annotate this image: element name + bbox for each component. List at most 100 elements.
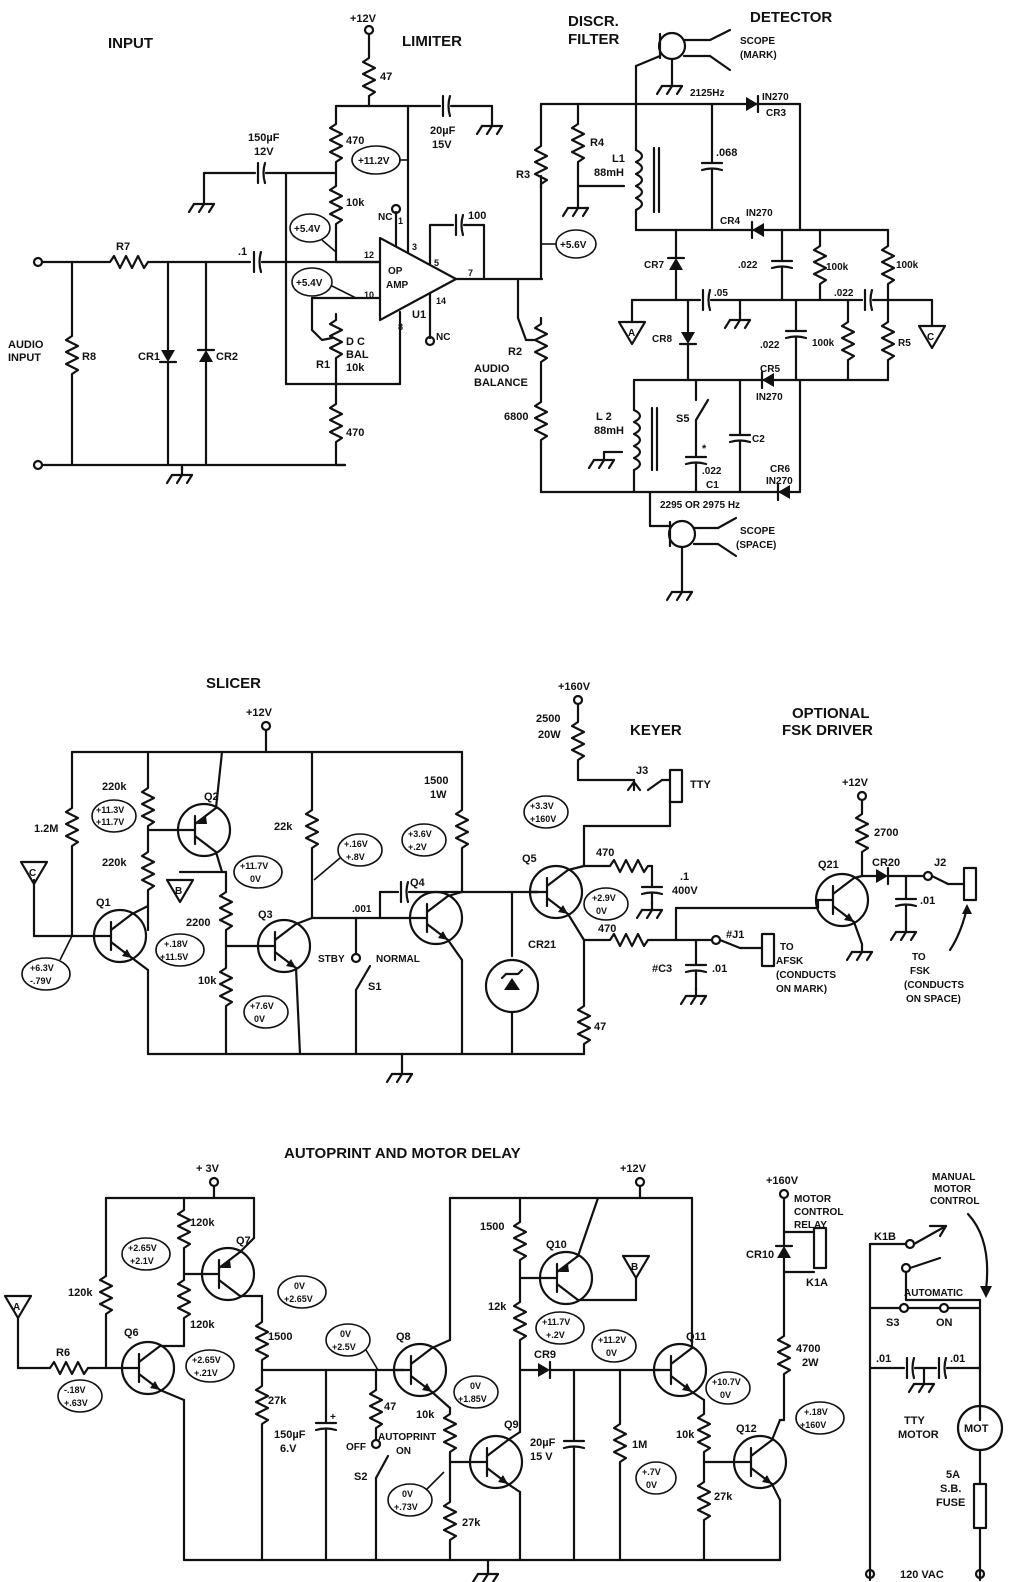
v11-2-label: +11.2V [358,156,390,167]
c150-auto-2: 6.V [280,1443,297,1455]
r2200-label: 2200 [186,917,210,929]
r220k-a-label: 220k [102,781,127,793]
supply-12v-fsk: +12V [842,777,869,789]
v73-2: +.73V [394,1502,418,1512]
r47-auto: 47 [384,1401,396,1413]
r47-label: 47 [380,71,392,83]
q2-label: Q2 [204,791,219,803]
c100-label: 100 [468,210,486,222]
fsk-section: +12V 2700 Q21 CR20 J2 .01 TO FSK (CONDUC… [814,777,978,1005]
c1-label: C1 [706,480,719,491]
r6-label: R6 [56,1347,70,1359]
f2125-label: 2125Hz [690,88,724,99]
q7-label: Q7 [236,1235,251,1247]
cr21-label: CR21 [528,939,556,951]
r27k-c: 27k [714,1491,733,1503]
v5-4a-label: +5.4V [294,224,321,235]
v5-4b-label: +5.4V [296,278,323,289]
l2-val: 88mH [594,425,624,437]
v112-1: +11.2V [598,1335,626,1345]
q21-label: Q21 [818,859,839,871]
cr6-label-a: CR6 [770,464,790,475]
pin5-label: 5 [434,258,439,268]
c2-label: C2 [752,434,765,445]
tag-c-slicer: C [29,868,36,879]
nc2-label: NC [436,332,450,343]
v-q2-2: +11.7V [96,817,124,827]
tag-b-auto: B [631,1262,638,1273]
fuse-2: S.B. [940,1483,961,1495]
r8-label: R8 [82,351,96,363]
input-limiter-section: AUDIO INPUT R8 R7 CR1 CR2 .1 150µF 12V +… [8,13,802,494]
v25-2: +2.5V [332,1342,356,1352]
c022b-label: .022 [760,340,780,351]
c001-label: .001 [352,904,372,915]
fuse-3: FUSE [936,1497,965,1509]
supply-12v-top: +12V [350,13,377,25]
v16-2: +.8V [346,852,365,862]
c01b-motor: .01 [950,1353,965,1365]
v73-1: 0V [402,1489,413,1499]
cr7-label: CR7 [644,260,664,271]
pin1-label: 1 [398,216,403,226]
cr4-label-a: CR4 [720,216,740,227]
motor-relay-3: RELAY [794,1220,827,1231]
pin3-label: 3 [412,242,417,252]
q10-label: Q10 [546,1239,567,1251]
normal-label: NORMAL [376,954,420,965]
l1-val: 88mH [594,167,624,179]
filter-detector-section: R3 R4 L1 88mH .068 SCOPE (MARK) 2125Hz I… [516,28,947,602]
v18-auto-2: +.63V [64,1398,88,1408]
audio-input-label-2: INPUT [8,352,41,364]
r4-label: R4 [590,137,605,149]
to-fsk-2: FSK [910,966,931,977]
q12-label: Q12 [736,1423,757,1435]
q9-label: Q9 [504,1419,519,1431]
c01-fsk: .01 [920,895,935,907]
v265-1: +2.65V [128,1243,157,1253]
r1-label: R1 [316,359,330,371]
tag-a-det: A [628,328,635,339]
v107-2: 0V [720,1390,731,1400]
r220k-b-label: 220k [102,857,127,869]
dc-bal-3: 10k [346,362,365,374]
cr8-label: CR8 [652,334,672,345]
s2-label: S2 [354,1471,367,1483]
to-fsk-1: TO [912,952,926,963]
c01-keyer: .01 [712,963,727,975]
manual-3: CONTROL [930,1196,979,1207]
v0-auto-2: +2.65V [284,1294,313,1304]
r6800-label: 6800 [504,411,528,423]
supply-12v-auto: +12V [620,1163,647,1175]
slicer-section: +12V 1.2M C 220k +11.3V +11.7V Q2 220k Q… [19,707,586,1084]
audio-bal-1: AUDIO [474,363,510,375]
c1-keyer-2: 400V [672,885,698,897]
r7-label: R7 [116,241,130,253]
r1-2m-label: 1.2M [34,823,58,835]
c05-label: .05 [714,288,728,299]
cr3-label-2: CR3 [766,108,786,119]
v7-1: +.7V [642,1467,661,1477]
v-q2-1: +11.3V [96,805,124,815]
afsk-4: ON MARK) [776,984,827,995]
k1a-label: K1A [806,1277,828,1289]
audio-input-label-1: AUDIO [8,339,44,351]
c01-label: .1 [238,246,247,258]
c068-label: .068 [716,147,737,159]
audio-bal-2: BALANCE [474,377,528,389]
c150-label-1: 150µF [248,132,280,144]
title-discr: DISCR. [568,13,619,30]
l2-label: L 2 [596,411,612,423]
scope-mark-1: SCOPE [740,36,775,47]
v63-2: -.79V [30,976,52,986]
cr4-label-b: IN270 [746,208,773,219]
v112-2: 0V [606,1348,617,1358]
v265-2: +2.1V [130,1256,154,1266]
pin14-label: 14 [436,296,446,306]
cr1-label: CR1 [138,351,160,363]
c150-label-2: 12V [254,146,274,158]
j2-label: J2 [934,857,946,869]
v63-1: +6.3V [30,963,54,973]
tty-label: TTY [690,779,711,791]
